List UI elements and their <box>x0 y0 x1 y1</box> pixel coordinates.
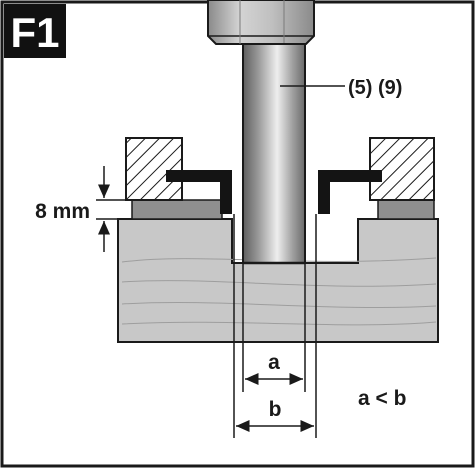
relation-label: a < b <box>358 387 406 410</box>
gap-b-dimension: b <box>236 398 314 432</box>
gap-b-label: b <box>269 398 282 421</box>
dimension-label: 8 mm <box>35 200 90 223</box>
dimension-8mm: 8 mm <box>35 166 132 252</box>
router-bit-shank <box>242 43 306 265</box>
workpiece <box>117 218 439 343</box>
template-right <box>369 137 435 201</box>
template-left <box>125 137 183 201</box>
gap-a-label: a <box>268 351 280 374</box>
part-label: (5) (9) <box>348 77 402 99</box>
collet-nut <box>207 0 315 45</box>
figure-badge: F1 <box>4 4 66 58</box>
base-plate-left <box>131 199 223 220</box>
gap-a-dimension: a <box>245 351 303 385</box>
template-guide-right <box>318 170 382 214</box>
base-plate-right <box>377 199 435 220</box>
figure-badge-text: F1 <box>10 9 59 56</box>
template-guide-left <box>166 170 232 214</box>
